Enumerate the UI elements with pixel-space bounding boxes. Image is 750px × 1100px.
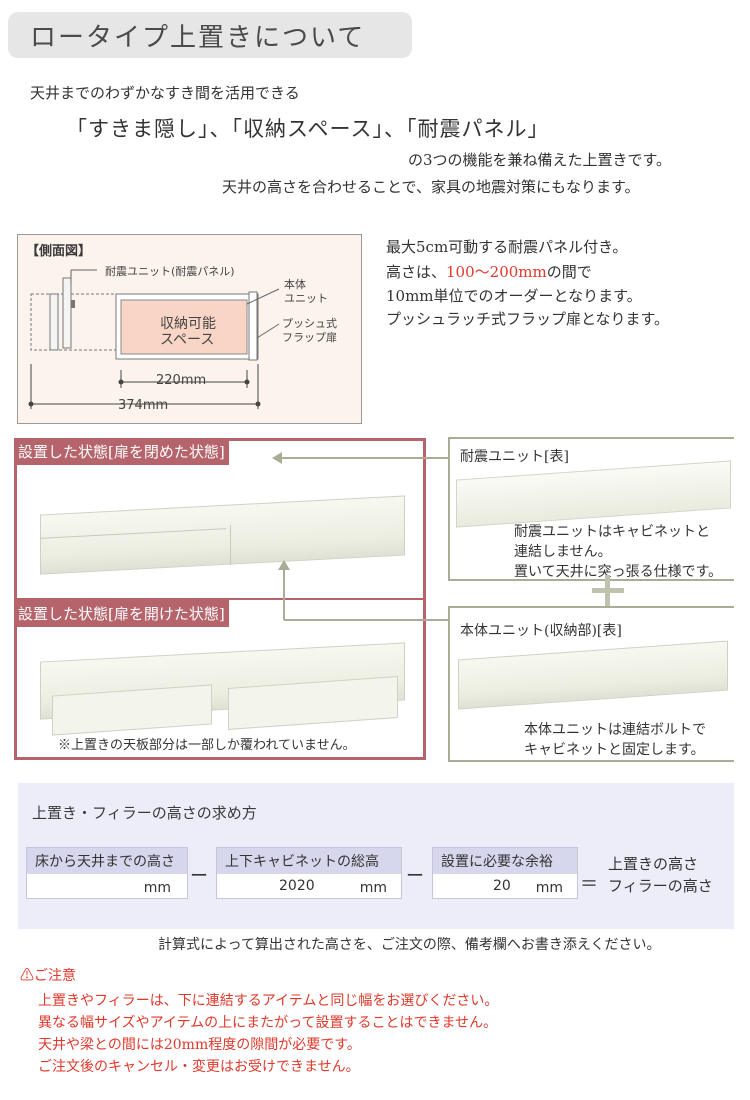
body-unit-frame	[448, 606, 734, 762]
box1-unit: mm	[143, 880, 171, 896]
clearance-box: 設置に必要な余裕 20 mm	[432, 847, 578, 899]
label-panel-unit: 耐震ユニット(耐震パネル)	[105, 265, 235, 278]
calculator-title: 上置き・フィラーの高さの求め方	[32, 804, 257, 822]
body-desc-1: 本体ユニットは連結ボルトで	[524, 722, 706, 738]
intro-line-4: 天井の高さを合わせることで、家具の地震対策にもなります。	[222, 178, 640, 196]
installed-note: ※上置きの天板部分は一部しか覆われていません。	[58, 738, 356, 753]
leader-body	[246, 288, 280, 305]
label-body-1: 本体	[284, 278, 306, 291]
panel-board	[49, 293, 59, 351]
box3-unit: mm	[535, 880, 563, 896]
panel-bolt	[71, 300, 75, 308]
side-view-title: 【側面図】	[26, 244, 92, 259]
box3-value: 20	[493, 878, 511, 894]
panel-desc-1: 耐震ユニットはキャビネットと	[514, 524, 710, 540]
open-state-label: 設置した状態[扉を開けた状態]	[14, 600, 229, 627]
feature-line-3: 10mm単位でのオーダーとなります。	[386, 287, 642, 305]
result-1: 上置きの高さ	[608, 855, 699, 873]
caution-title: ⚠ご注意	[20, 968, 76, 984]
cabinet-total-box: 上下キャビネットの総高 2020 mm	[216, 847, 402, 899]
frame-divider	[14, 598, 426, 600]
box1-label: 床から天井までの高さ	[27, 848, 187, 874]
label-door-2: フラップ扉	[282, 331, 337, 344]
arrow-head-1	[272, 452, 282, 464]
panel-desc-2: 連結しません。	[514, 544, 612, 560]
intro-line-3: の3つの機能を兼ね備えた上置きです。	[408, 151, 672, 169]
intro-line-2: 「すきま隠し」、「収納スペース」、「耐震パネル」	[66, 117, 550, 141]
panel-vertical	[62, 277, 72, 349]
storage-space	[120, 299, 248, 355]
box3-label: 設置に必要な余裕	[433, 848, 577, 874]
calculator-footnote: 計算式によって算出された高さを、ご注文の際、備考欄へお書き添えください。	[158, 937, 661, 953]
body-unit-title: 本体ユニット(収納部)[表]	[460, 623, 622, 639]
box2-unit: mm	[359, 880, 387, 896]
caution-item: ご注文後のキャンセル・変更はお受けできません。	[38, 1059, 360, 1075]
box2-value: 2020	[279, 878, 315, 894]
label-door-1: プッシュ式	[282, 317, 337, 330]
panel-desc-3: 置いて天井に突っ張る仕様です。	[514, 564, 723, 580]
connector-arrows	[272, 452, 450, 621]
arrow-head-2	[278, 560, 290, 570]
floor-to-ceiling-box: 床から天井までの高さ mm	[26, 847, 188, 899]
label-body-2: ユニット	[284, 292, 328, 305]
feature-line-1: 最大5cm可動する耐震パネル付き。	[386, 238, 628, 256]
feature-line-2-post: の間で	[546, 263, 592, 281]
caution-item: 天井や梁との間には20mm程度の隙間が必要です。	[38, 1037, 361, 1053]
equals-sign: ＝	[580, 874, 598, 895]
panel-unit-frame	[448, 437, 734, 581]
feature-line-2: 高さは、100〜200mmの間で	[386, 261, 592, 282]
caution-item: 異なる幅サイズやアイテムの上にまたがって設置することはできません。	[38, 1015, 498, 1031]
dim-inner-label: 220mm	[156, 373, 207, 388]
box2-label: 上下キャビネットの総高	[217, 848, 401, 874]
page-title: ロータイプ上置きについて	[30, 23, 366, 53]
storage-label-2: スペース	[160, 332, 215, 348]
storage-label-1: 収納可能	[160, 316, 216, 332]
intro-line-1: 天井までのわずかなすき間を活用できる	[30, 84, 300, 102]
side-view-drawing	[28, 269, 280, 409]
flap-door	[248, 291, 258, 361]
closed-state-label: 設置した状態[扉を閉めた状態]	[14, 438, 229, 465]
minus-1: ー	[190, 866, 208, 887]
result-2: フィラーの高さ	[608, 877, 713, 895]
title-bar	[8, 12, 412, 58]
panel-unit-title: 耐震ユニット[表]	[460, 449, 569, 465]
dim-outer-label: 374mm	[118, 398, 169, 413]
feature-line-2-pre: 高さは、	[386, 263, 447, 281]
body-desc-2: キャビネットと固定します。	[524, 742, 705, 758]
caution-item: 上置きやフィラーは、下に連結するアイテムと同じ幅をお選びください。	[38, 993, 499, 1009]
minus-2: ー	[406, 866, 424, 887]
feature-line-4: プッシュラッチ式フラップ扉となります。	[386, 310, 670, 328]
height-range-highlight: 100〜200mm	[446, 263, 547, 281]
leader-door	[256, 323, 280, 339]
